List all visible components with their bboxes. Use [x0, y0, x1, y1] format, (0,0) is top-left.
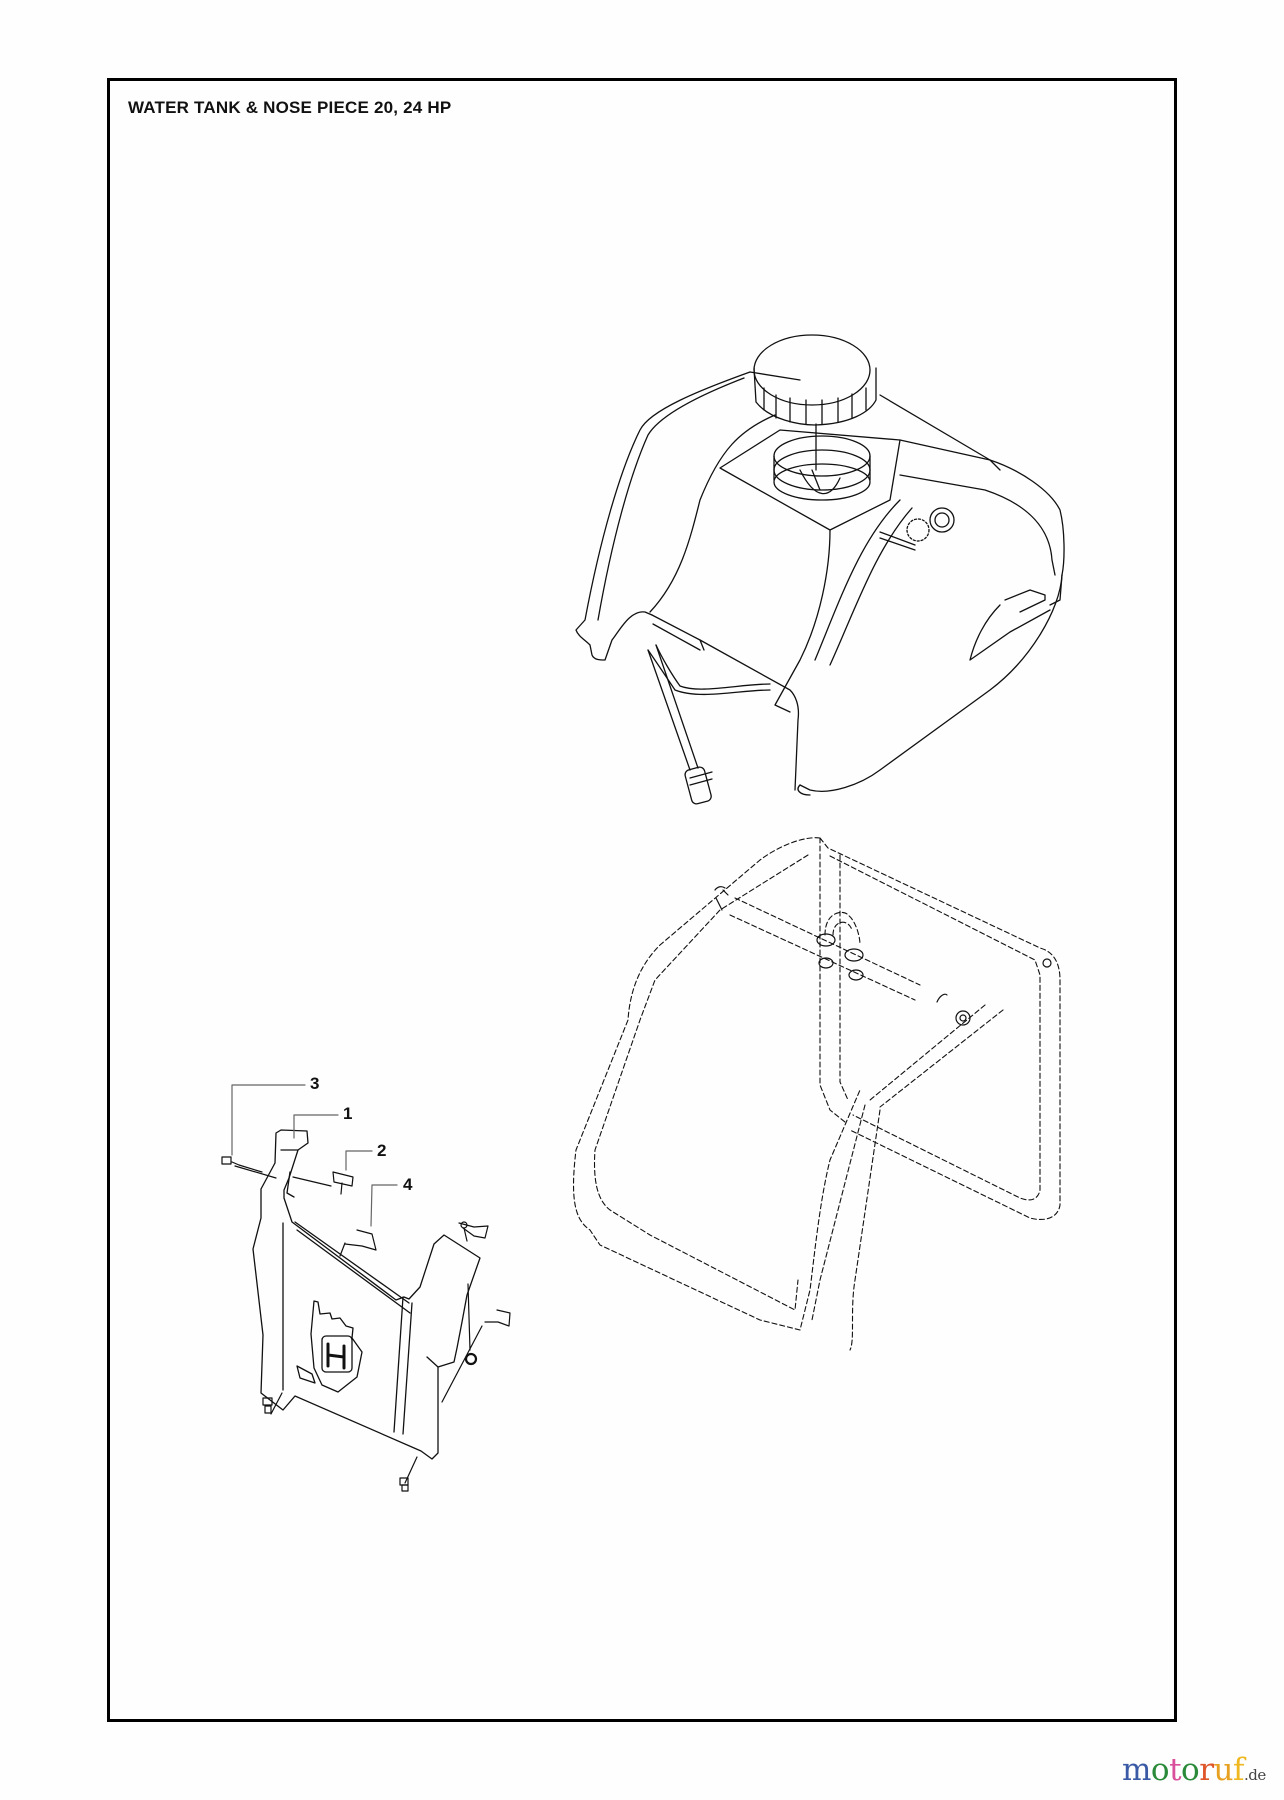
watermark-suffix: .de [1244, 1766, 1266, 1784]
callout-part-3: 3 [310, 1074, 320, 1093]
watermark-letter: o [1150, 1752, 1170, 1788]
callout-part-1: 1 [343, 1104, 353, 1123]
small-parts [221, 1156, 511, 1492]
frame-dashed [572, 837, 1061, 1351]
callout-part-4: 4 [403, 1175, 413, 1194]
watermark-letter: t [1169, 1752, 1182, 1788]
frame-fasteners [714, 886, 1052, 1026]
diagram-frame [107, 78, 1177, 1722]
nose-piece [252, 1129, 481, 1460]
callout-part-2: 2 [377, 1141, 387, 1160]
callout-leaders [231, 1084, 398, 1227]
watermark-letter: u [1213, 1752, 1234, 1788]
diagram-title: WATER TANK & NOSE PIECE 20, 24 HP [128, 98, 452, 117]
water-tank [575, 334, 1065, 805]
watermark-letter: o [1181, 1752, 1200, 1788]
watermark-letter: m [1122, 1752, 1151, 1788]
watermark-letter: r [1199, 1752, 1214, 1788]
watermark-letter: f [1233, 1752, 1244, 1788]
watermark-logo: motoruf.de [1122, 1752, 1266, 1788]
